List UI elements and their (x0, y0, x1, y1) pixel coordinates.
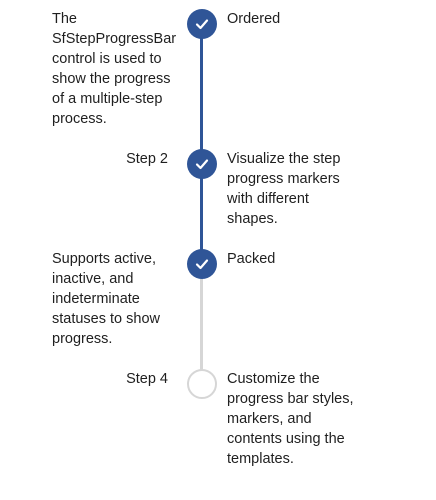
check-icon (195, 259, 209, 270)
step-1-description: The SfStepProgressBar control is used to… (52, 11, 177, 127)
step-4-marker[interactable] (187, 369, 217, 399)
step-2-label: Step 2 (126, 151, 168, 167)
step-2-marker[interactable] (187, 149, 217, 179)
step-3-description: Supports active, inactive, and indetermi… (52, 251, 160, 347)
step-4-description: Customize the progress bar styles, marke… (227, 371, 354, 467)
progress-track-3 (200, 264, 203, 384)
step-1-label: Ordered (227, 11, 281, 27)
progress-track-1 (200, 24, 203, 164)
step-1-marker[interactable] (187, 9, 217, 39)
progress-track-2 (200, 164, 203, 264)
step-3-marker[interactable] (187, 249, 217, 279)
check-icon (195, 159, 209, 170)
step-2-description: Visualize the step progress markers with… (227, 151, 341, 227)
step-4-label: Step 4 (126, 371, 168, 387)
check-icon (195, 19, 209, 30)
step-3-label: Packed (227, 251, 276, 267)
